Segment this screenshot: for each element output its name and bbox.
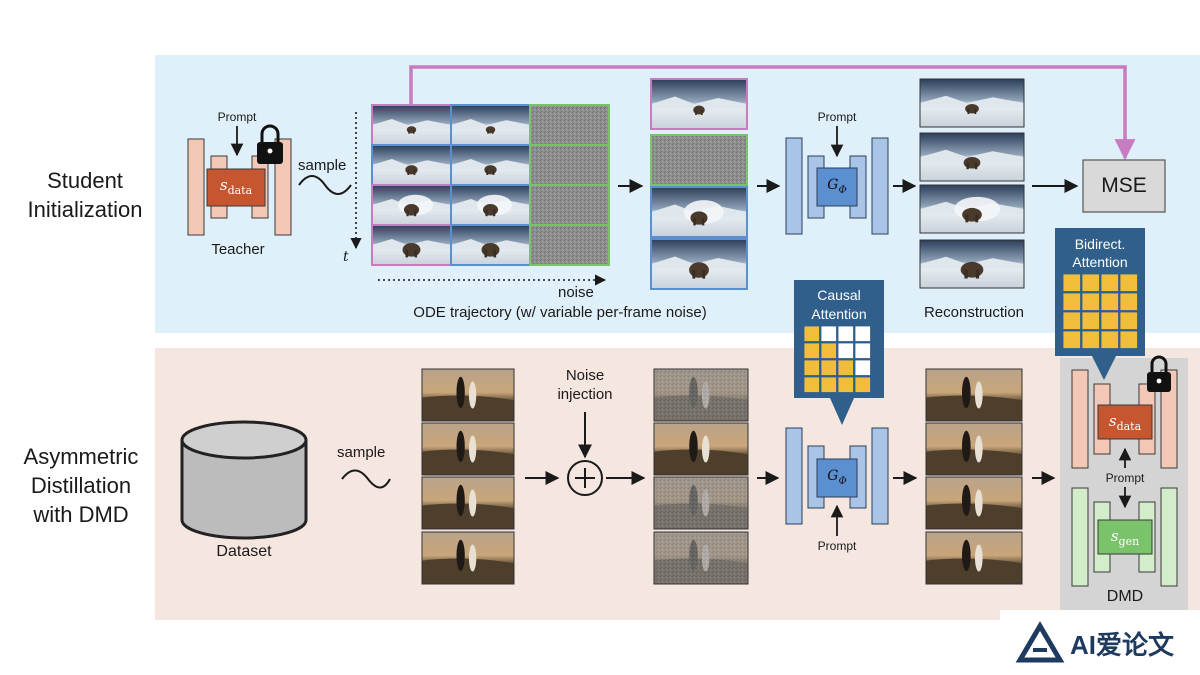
dmd-lock-icon xyxy=(1147,355,1171,392)
section-title-top: Student Initialization xyxy=(27,168,143,222)
watermark-text: AI爱论文 xyxy=(1070,630,1175,660)
top-generator-network xyxy=(785,137,889,235)
top-sample-label: sample xyxy=(298,157,347,174)
dataset-frames xyxy=(421,368,515,585)
teacher-label: Teacher xyxy=(211,241,265,258)
dmd-s-data-label: sdata xyxy=(1108,412,1142,433)
dataset-cylinder xyxy=(180,420,308,540)
mse-label: MSE xyxy=(1101,174,1147,197)
noise-injection-label: Noise injection xyxy=(557,367,613,403)
dmd-label: DMD xyxy=(1106,588,1144,605)
reconstruction-label: Reconstruction xyxy=(923,304,1025,321)
lock-icon xyxy=(257,124,283,164)
top-generator-prompt-label: Prompt xyxy=(817,110,857,124)
bidirect-attention-label: Bidirect. Attention xyxy=(1072,236,1128,270)
ode-trajectory-grid xyxy=(371,104,610,266)
dmd-s-data-network xyxy=(1071,369,1178,469)
causal-attention-callout xyxy=(794,280,884,425)
noisy-frames xyxy=(653,368,749,585)
s-data-label: sdata xyxy=(219,176,253,197)
top-g-phi-label: GΦ xyxy=(827,177,847,196)
bottom-generator-network xyxy=(785,427,889,525)
watermark-background xyxy=(1000,610,1200,675)
pink-feedback-line xyxy=(409,65,1136,161)
causal-attention-label: Causal Attention xyxy=(811,287,867,322)
dataset-label: Dataset xyxy=(216,543,272,560)
top-input-frames xyxy=(650,78,748,290)
bottom-sample-label: sample xyxy=(337,444,386,461)
section-title-bottom: Asymmetric Distillation with DMD xyxy=(23,444,139,527)
bidirect-attention-callout xyxy=(1055,228,1145,380)
output-frames xyxy=(925,368,1023,585)
teacher-prompt-label: Prompt xyxy=(217,110,257,124)
ode-caption: ODE trajectory (w/ variable per-frame no… xyxy=(413,304,707,321)
watermark-logo-icon xyxy=(1015,621,1065,663)
dmd-prompt-label: Prompt xyxy=(1105,471,1145,485)
noise-plus-icon xyxy=(567,460,603,496)
dmd-s-gen-network xyxy=(1071,487,1178,587)
bottom-generator-prompt-label: Prompt xyxy=(817,539,857,553)
top-sample-wave xyxy=(298,175,352,195)
bottom-sample-wave xyxy=(341,469,391,489)
noise-axis-label: noise xyxy=(558,284,594,301)
dmd-s-gen-label: sgen xyxy=(1110,527,1140,548)
reconstruction-frames xyxy=(919,78,1025,289)
bottom-g-phi-label: GΦ xyxy=(827,468,847,487)
mse-box xyxy=(1082,159,1166,213)
t-axis-label: t xyxy=(343,249,349,265)
